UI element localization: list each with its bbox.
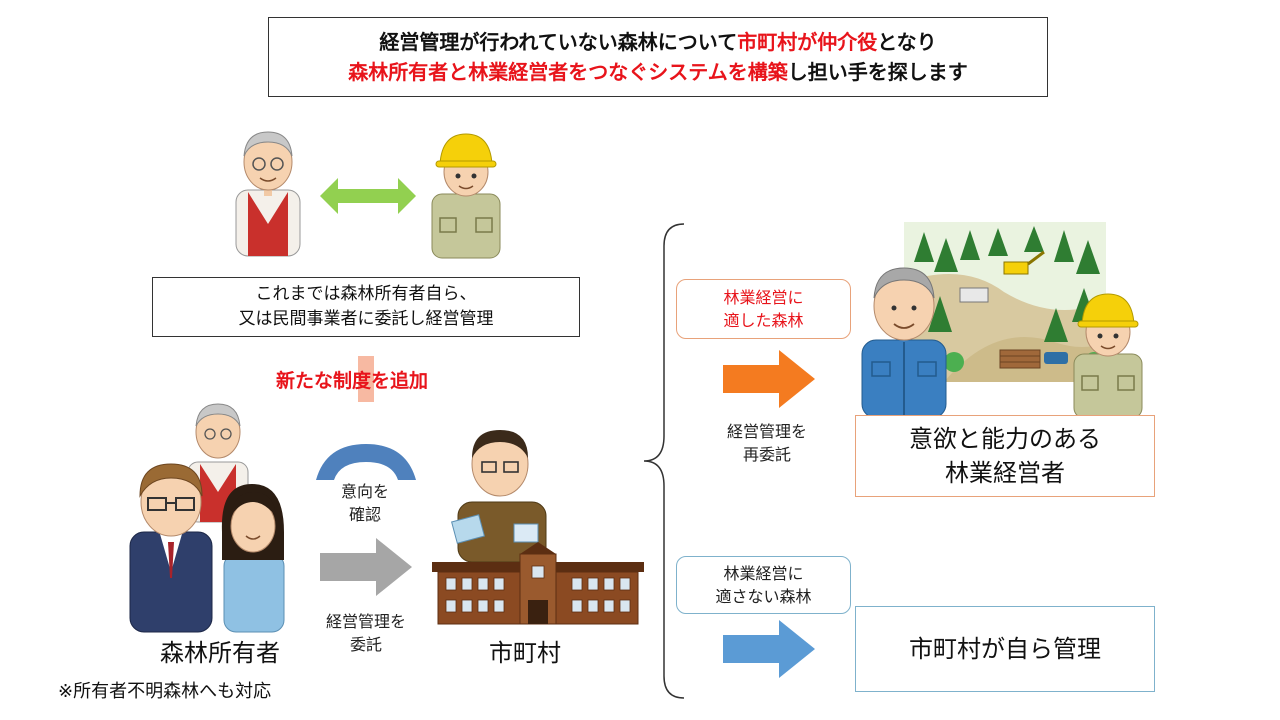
previous-line-1: これまでは森林所有者自ら、 [255, 284, 477, 304]
manager-line-2: 林業経営者 [945, 459, 1065, 487]
self-manage-text: 市町村が自ら管理 [909, 635, 1101, 663]
elderly-owner-illustration [235, 131, 301, 257]
header-line1-c: となり [877, 30, 937, 54]
header-line2-a: 森林所有者と林業経営者をつなぐシステムを構築 [348, 60, 788, 84]
confirm-line-1: 意向を [340, 482, 389, 501]
reentrust-line-1: 経営管理を [726, 422, 807, 441]
forest-owners-illustration [129, 403, 285, 633]
forest-worker-illustration [431, 133, 501, 259]
header-line2-b: し担い手を探します [787, 60, 968, 84]
reentrust-label: 経営管理を 再委託 [702, 420, 832, 466]
header-line-2: 森林所有者と林業経営者をつなぐシステムを構築し担い手を探します [348, 57, 967, 87]
unsuitable-tag-line-2: 適さない森林 [715, 587, 812, 606]
connector-bar [358, 356, 374, 402]
confirm-intent-label: 意向を 確認 [320, 480, 410, 526]
confirm-line-2: 確認 [348, 505, 381, 524]
header-box: 経営管理が行われていない森林について市町村が仲介役となり 森林所有者と林業経営者… [268, 17, 1048, 97]
unsuitable-forest-tag: 林業経営に 適さない森林 [676, 556, 851, 614]
new-system-label: 新たな制度を追加 [276, 370, 429, 392]
manager-illustration [861, 267, 947, 419]
header-line1-a: 経営管理が行われていない森林について [379, 30, 738, 54]
self-manage-arrow [723, 620, 815, 678]
previous-system-box: これまでは森林所有者自ら、 又は民間事業者に委託し経営管理 [152, 277, 580, 337]
previous-line-2: 又は民間事業者に委託し経営管理 [238, 309, 494, 329]
entrust-label: 経営管理を 委託 [306, 610, 426, 656]
entrust-line-2: 委託 [349, 635, 382, 654]
young-worker-illustration [1073, 293, 1143, 419]
unsuitable-tag-line-1: 林業経営に [723, 564, 804, 583]
owner-note: ※所有者不明森林へも対応 [58, 681, 272, 702]
forestry-scene-illustration [904, 222, 1106, 382]
double-arrow [320, 178, 416, 214]
municipality-self-manage-box: 市町村が自ら管理 [855, 606, 1155, 692]
manager-line-1: 意欲と能力のある [909, 425, 1101, 453]
entrust-line-1: 経営管理を [325, 612, 406, 631]
motivated-manager-box: 意欲と能力のある 林業経営者 [855, 415, 1155, 497]
municipality-label: 市町村 [489, 639, 561, 667]
reentrust-line-2: 再委託 [742, 445, 791, 464]
municipality-illustration [432, 430, 644, 625]
entrust-arrow [320, 538, 412, 596]
reentrust-arrow [723, 350, 815, 408]
curved-arrow [316, 444, 416, 480]
suitable-tag-line-1: 林業経営に [723, 288, 804, 307]
owner-label: 森林所有者 [160, 639, 280, 667]
header-line-1: 経営管理が行われていない森林について市町村が仲介役となり [379, 27, 936, 57]
suitable-tag-line-2: 適した森林 [723, 311, 804, 330]
curly-brace [643, 223, 685, 699]
suitable-forest-tag: 林業経営に 適した森林 [676, 279, 851, 339]
header-line1-b: 市町村が仲介役 [737, 30, 878, 54]
